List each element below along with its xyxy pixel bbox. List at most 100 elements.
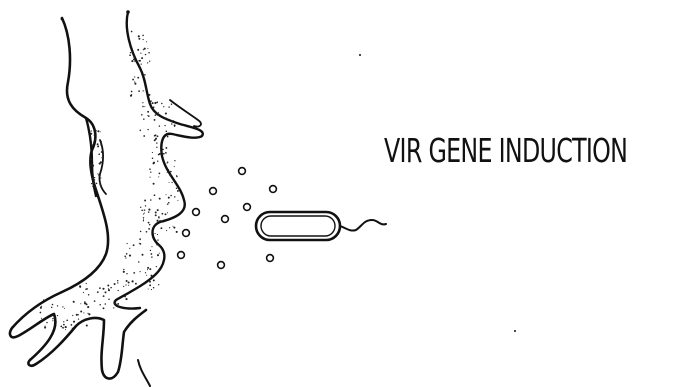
stipple-dot xyxy=(166,230,167,231)
stipple-dot xyxy=(71,324,73,326)
stipple-dot xyxy=(146,88,147,89)
stipple-dot xyxy=(91,144,93,146)
stipple-dot xyxy=(51,307,52,308)
stipple-dot xyxy=(98,174,99,175)
stipple-dot xyxy=(97,143,99,145)
stipple-dot xyxy=(99,176,100,177)
stipple-dot xyxy=(94,179,96,181)
stipple-dot xyxy=(114,283,116,285)
stipple-dot xyxy=(83,292,84,293)
stipple-dot xyxy=(131,60,133,62)
stipple-dot xyxy=(91,183,92,184)
stipple-dot xyxy=(99,163,101,165)
stipple-dot xyxy=(137,77,139,79)
stipple-dot xyxy=(125,257,126,258)
stipple-dot xyxy=(94,134,96,136)
stipple-dot xyxy=(173,226,174,227)
signal-molecule-icon xyxy=(222,216,229,223)
stipple-dot xyxy=(126,253,128,255)
signal-molecule-icon xyxy=(239,168,246,175)
stipple-dot xyxy=(66,319,68,321)
stipple-dot xyxy=(156,244,157,245)
stipple-dot xyxy=(162,213,164,215)
stipple-dot xyxy=(135,283,137,285)
stipple-dot xyxy=(138,35,140,37)
stipple-dot xyxy=(57,305,58,306)
stipple-dot xyxy=(43,299,45,301)
stipple-dot xyxy=(141,114,143,116)
stipple-dot xyxy=(154,119,156,121)
dot xyxy=(359,54,361,56)
stipple-dot xyxy=(144,213,145,214)
stipple-dot xyxy=(153,279,155,281)
stipple-dot xyxy=(159,220,161,222)
stipple-dot xyxy=(147,267,149,269)
stipple-dot xyxy=(173,227,175,229)
stipple-dot xyxy=(148,52,150,54)
stipple-dot xyxy=(145,205,146,206)
stipple-dot xyxy=(54,318,56,320)
stipple-dot xyxy=(151,101,152,102)
root-branch-inner xyxy=(99,140,106,194)
stipple-dot xyxy=(85,303,87,305)
stipple-dot xyxy=(88,294,90,296)
stipple-dot xyxy=(125,298,127,300)
stipple-dot xyxy=(157,239,158,240)
stipple-dot xyxy=(134,81,135,82)
stipple-dot xyxy=(153,287,154,288)
stipple-dot xyxy=(80,322,81,323)
stipple-dot xyxy=(142,39,143,40)
stipple-dot xyxy=(97,173,98,174)
stipple-dot xyxy=(169,182,170,183)
signal-molecules xyxy=(178,168,277,269)
stipple-dot xyxy=(169,174,171,176)
stipple-dot xyxy=(128,285,129,286)
stipple-dot xyxy=(164,125,165,126)
stipple-dot xyxy=(41,318,42,319)
stipple-dot xyxy=(154,135,156,137)
stipple-dot xyxy=(158,217,160,219)
stipple-dot xyxy=(144,209,146,211)
stipple-dot xyxy=(60,326,62,328)
stipple-dot xyxy=(171,120,173,122)
stipple-dot xyxy=(149,168,151,170)
stipple-dot xyxy=(108,288,109,289)
stipple-dot xyxy=(157,234,158,235)
stipple-dot xyxy=(163,106,164,107)
stipple-dot xyxy=(40,307,42,309)
stipple-dot xyxy=(105,291,107,293)
stipple-dot xyxy=(52,304,54,306)
stipple-dot xyxy=(93,142,94,143)
stipple-dot xyxy=(100,187,101,188)
stipple-dot xyxy=(168,169,169,170)
stipple-dot xyxy=(86,283,87,284)
stipple-dot xyxy=(100,144,102,146)
stipple-dot xyxy=(92,182,94,184)
stipple-dot xyxy=(165,147,167,149)
stipple-dot xyxy=(142,106,144,108)
stipple-dot xyxy=(79,286,81,288)
stipple-dot xyxy=(157,254,159,256)
stipple-dot xyxy=(139,243,140,244)
stipple-dot xyxy=(138,90,140,92)
stipple-dot xyxy=(143,214,144,215)
stipple-dot xyxy=(148,222,150,224)
signal-molecule-icon xyxy=(193,209,200,216)
stipple-dot xyxy=(174,160,175,161)
stipple-dot xyxy=(142,254,144,256)
stipple-dot xyxy=(133,58,135,60)
stipple-dot xyxy=(149,281,151,283)
stipple-dot xyxy=(97,130,99,132)
bacterium-icon xyxy=(256,212,386,240)
stipple-dot xyxy=(166,131,168,133)
stipple-dot xyxy=(107,285,109,287)
stipple-dot xyxy=(147,115,148,116)
stipple-dot xyxy=(118,290,119,291)
stipple-dot xyxy=(57,315,58,316)
signal-molecule-icon xyxy=(218,262,225,269)
stipple-dot xyxy=(44,327,46,329)
stipple-dot xyxy=(140,207,141,208)
stipple-dot xyxy=(94,177,95,178)
stipple-dot xyxy=(123,271,125,273)
root-tendril xyxy=(138,360,150,386)
